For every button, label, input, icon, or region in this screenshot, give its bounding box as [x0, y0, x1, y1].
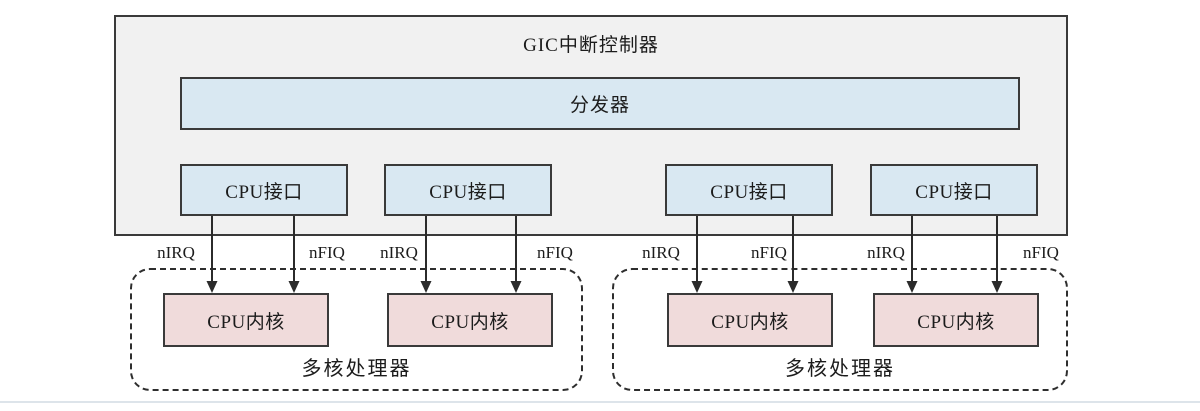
- footer-rule: [0, 401, 1200, 403]
- cpu-core-box-1: CPU内核: [163, 293, 329, 347]
- cpu-core-label: CPU内核: [711, 311, 789, 333]
- cpu-interface-box-2: CPU接口: [384, 164, 552, 216]
- distributor-box: 分发器: [180, 77, 1020, 130]
- cpu-interface-box-1: CPU接口: [180, 164, 348, 216]
- multicore-cluster-2: 多核处理器: [612, 268, 1068, 391]
- signal-label-nfiq-3: nFIQ: [751, 243, 787, 262]
- multicore-cluster-1: 多核处理器: [130, 268, 583, 391]
- cluster-label: 多核处理器: [301, 358, 412, 380]
- cpu-core-box-3: CPU内核: [667, 293, 833, 347]
- signal-label-nirq-1: nIRQ: [157, 243, 195, 262]
- cpu-interface-label: CPU接口: [429, 181, 507, 203]
- signal-label-nfiq-4: nFIQ: [1023, 243, 1059, 262]
- cpu-core-label: CPU内核: [431, 311, 509, 333]
- gic-controller-title: GIC中断控制器: [523, 35, 659, 56]
- cpu-core-box-4: CPU内核: [873, 293, 1039, 347]
- cpu-core-label: CPU内核: [917, 311, 995, 333]
- signal-label-nirq-2: nIRQ: [380, 243, 418, 262]
- signal-label-nfiq-1: nFIQ: [309, 243, 345, 262]
- cpu-interface-label: CPU接口: [915, 181, 993, 203]
- cluster-label: 多核处理器: [785, 358, 895, 380]
- distributor-label: 分发器: [569, 95, 630, 116]
- cpu-core-box-2: CPU内核: [387, 293, 553, 347]
- cpu-core-label: CPU内核: [207, 311, 285, 333]
- cpu-interface-box-4: CPU接口: [870, 164, 1038, 216]
- cpu-interface-label: CPU接口: [710, 181, 788, 203]
- signal-label-nirq-3: nIRQ: [642, 243, 680, 262]
- cpu-interface-box-3: CPU接口: [665, 164, 833, 216]
- signal-label-nfiq-2: nFIQ: [537, 243, 573, 262]
- cpu-interface-label: CPU接口: [225, 181, 303, 203]
- signal-label-nirq-4: nIRQ: [867, 243, 905, 262]
